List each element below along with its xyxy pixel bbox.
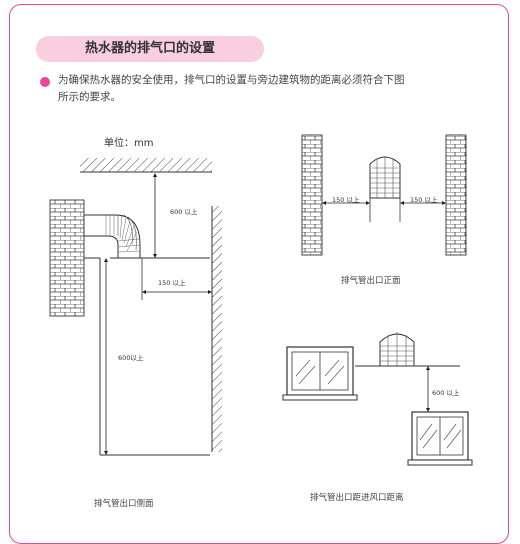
section-title-pill: 热水器的排气口的设置 [36, 36, 264, 62]
side-side-clearance-label: 150 以上 [158, 279, 186, 287]
bullet-icon [40, 77, 50, 87]
front-view-caption: 排气管出口正面 [341, 276, 401, 286]
window-view-caption: 排气管出口距进风口距离 [310, 493, 404, 503]
intro-line-2: 所示的要求。 [58, 91, 121, 103]
unit-label: 单位：mm [104, 138, 154, 149]
window-view-diagram [282, 332, 473, 466]
intro-paragraph: 为确保热水器的安全使用，排气口的设置与旁边建筑物的距离必须符合下图 所示的要求。 [58, 72, 498, 106]
front-view-diagram [301, 134, 467, 256]
side-top-clearance-label: 600 以上 [170, 208, 198, 216]
side-bottom-clearance-label: 600以上 [118, 354, 144, 362]
section-title: 热水器的排气口的设置 [84, 41, 215, 56]
front-left-clearance-label: 150 以上 [332, 196, 360, 204]
front-right-clearance-label: 150 以上 [410, 196, 438, 204]
brick-wall [49, 199, 85, 317]
brick-wall-right [445, 134, 467, 256]
side-view-diagram [49, 158, 222, 456]
brick-wall-left [301, 134, 323, 256]
side-view-caption: 排气管出口侧面 [94, 499, 154, 509]
window-clearance-label: 600 以上 [432, 389, 460, 397]
intro-line-1: 为确保热水器的安全使用，排气口的设置与旁边建筑物的距离必须符合下图 [58, 74, 405, 86]
